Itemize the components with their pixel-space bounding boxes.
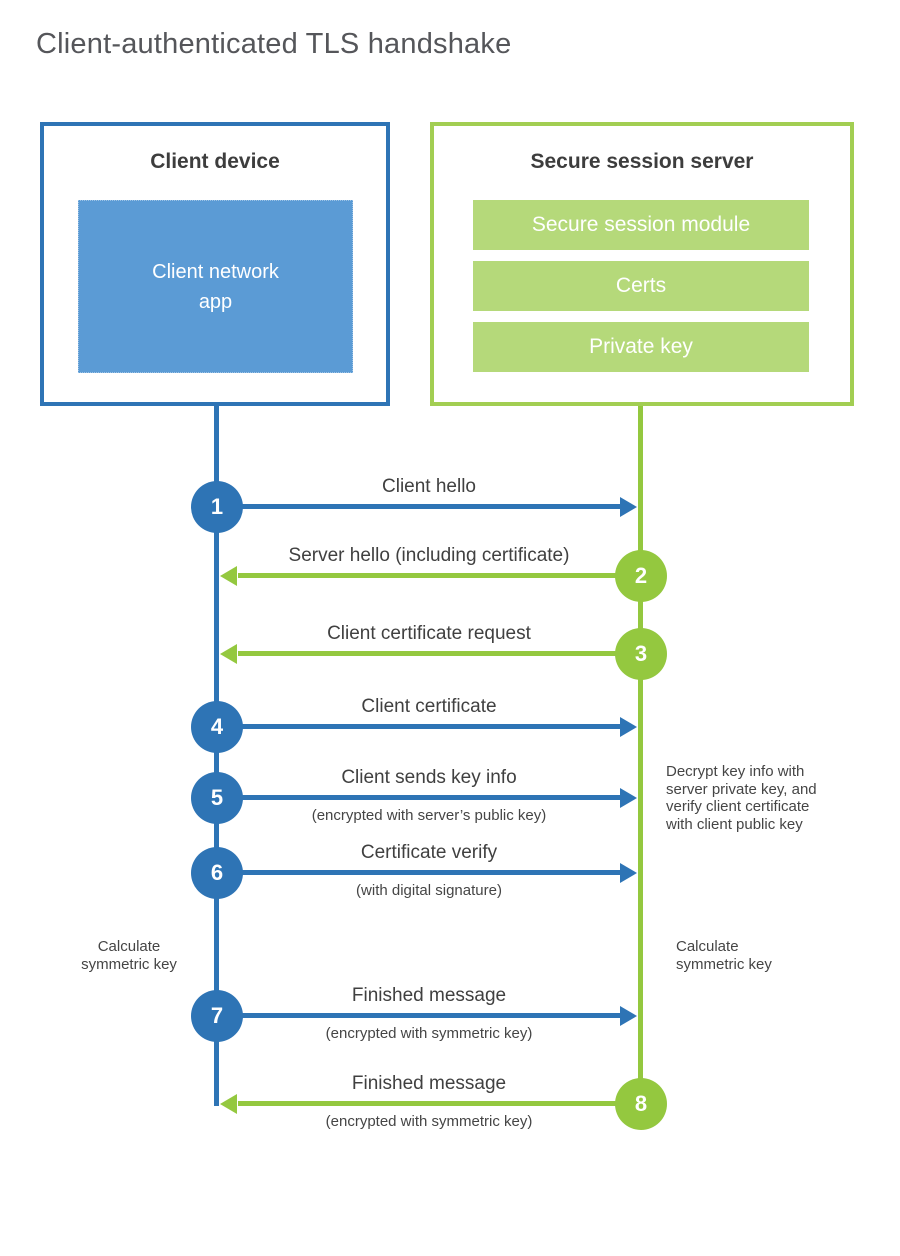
secure-session-server-box: Secure session server Secure session mod…: [430, 122, 854, 406]
message-label-1: Client hello: [382, 476, 476, 497]
client-device-heading: Client device: [150, 150, 280, 173]
message-line-2: [238, 573, 641, 578]
message-line-7: [217, 1013, 620, 1018]
message-label-2: Server hello (including certificate): [288, 545, 570, 566]
client-lifeline: [214, 406, 219, 1106]
message-label-7: Finished message: [351, 985, 507, 1006]
page-title: Client-authenticated TLS handshake: [36, 28, 512, 60]
message-line-4: [217, 724, 620, 729]
message-line-1: [217, 504, 620, 509]
step-circle-1: 1: [191, 481, 243, 533]
message-label-5: Client sends key info: [341, 767, 517, 788]
message-label-3: Client certificate request: [327, 623, 531, 644]
message-line-5: [217, 795, 620, 800]
message-label-6: Certificate verify: [360, 842, 498, 863]
server-lifeline: [638, 406, 643, 1106]
message-label-8: Finished message: [351, 1073, 507, 1094]
message-line-8: [238, 1101, 641, 1106]
step-circle-7: 7: [191, 990, 243, 1042]
arrowhead-left-icon: [220, 566, 237, 586]
arrowhead-left-icon: [220, 1094, 237, 1114]
step-circle-6: 6: [191, 847, 243, 899]
arrowhead-right-icon: [620, 717, 637, 737]
message-line-3: [238, 651, 641, 656]
step-circle-8: 8: [615, 1078, 667, 1130]
step-circle-5: 5: [191, 772, 243, 824]
arrowhead-right-icon: [620, 497, 637, 517]
client-network-app-box: Client network app: [78, 200, 353, 373]
server-module-certs: Certs: [473, 261, 809, 311]
message-sublabel-6: (with digital signature): [356, 882, 502, 899]
arrowhead-right-icon: [620, 863, 637, 883]
calculate-symmetric-key-note-right: Calculate symmetric key: [676, 938, 772, 973]
step-circle-3: 3: [615, 628, 667, 680]
message-line-6: [217, 870, 620, 875]
step-circle-2: 2: [615, 550, 667, 602]
message-sublabel-7: (encrypted with symmetric key): [325, 1025, 533, 1042]
message-label-4: Client certificate: [361, 696, 497, 717]
client-device-box: Client device Client network app: [40, 122, 390, 406]
decrypt-key-note: Decrypt key info with server private key…: [666, 763, 817, 833]
server-module-private-key: Private key: [473, 322, 809, 372]
step-circle-4: 4: [191, 701, 243, 753]
client-app-label-line2: app: [198, 290, 233, 313]
server-heading: Secure session server: [530, 150, 754, 173]
client-app-label-line1: Client network: [152, 260, 279, 283]
arrowhead-right-icon: [620, 1006, 637, 1026]
calculate-symmetric-key-note-left: Calculate symmetric key: [81, 938, 177, 973]
arrowhead-right-icon: [620, 788, 637, 808]
server-module-secure-session: Secure session module: [473, 200, 809, 250]
message-sublabel-8: (encrypted with symmetric key): [325, 1113, 533, 1130]
arrowhead-left-icon: [220, 644, 237, 664]
message-sublabel-5: (encrypted with server’s public key): [311, 807, 547, 824]
